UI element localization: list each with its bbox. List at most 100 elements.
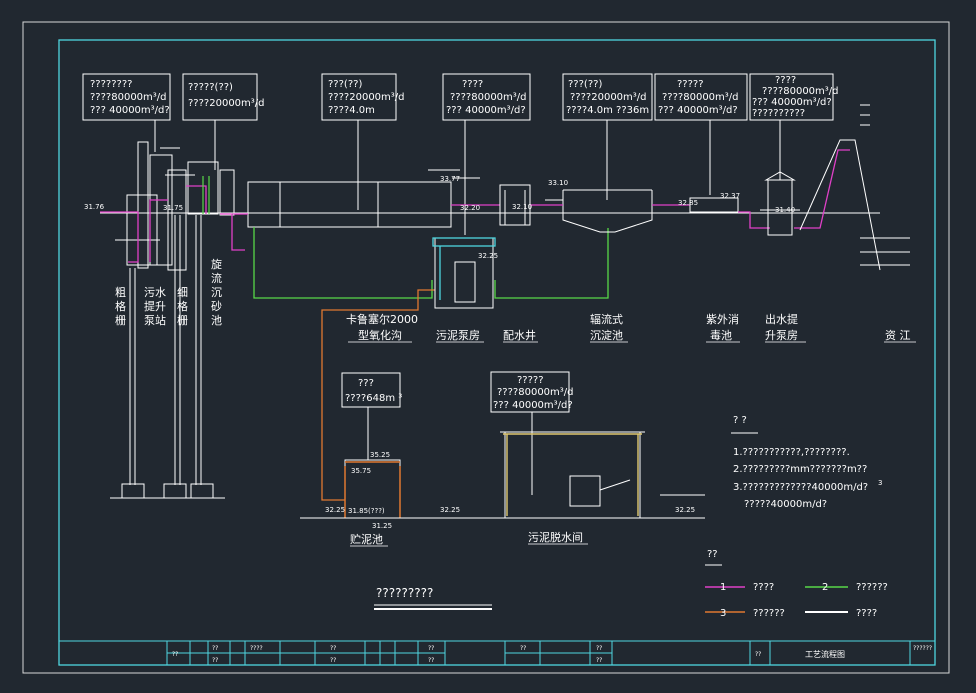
callout-text: ????????: [90, 79, 132, 90]
elevation: 31.40: [775, 206, 795, 214]
drawing-title-text: ?????????: [376, 586, 433, 600]
title-block-text: ?? ?? ?? ???? ?? ?? ?? ?? ?? ?? ?? ?? 工艺…: [172, 645, 932, 664]
title-cell: ????: [250, 645, 263, 652]
fine-screen-structure: [187, 161, 235, 216]
callout-text: ????20000m³/d: [570, 92, 647, 103]
callout-text: ????80000m³/d: [662, 92, 739, 103]
sheet-border: [22, 21, 950, 674]
notes-title: ? ?: [733, 415, 747, 426]
label-coarse-2: 格: [115, 299, 126, 313]
legend-label: ????: [753, 582, 774, 593]
callout-coarse-screen: ???????? ????80000m³/d ??? 40000m³/d?: [82, 73, 171, 152]
callout-text: ??? 40000m³/d?: [493, 400, 573, 411]
callout-text: ????80000m³/d: [90, 92, 167, 103]
pump-room-highlight: [432, 237, 496, 300]
label-grit-2: 流: [211, 271, 222, 285]
label-sludge-pump-room: 污泥泵房: [436, 329, 480, 342]
grit-highlight: [202, 176, 210, 214]
elevation: 31.75: [163, 204, 183, 212]
callout-settling: ???(??) ????20000m³/d ????4.0m ??36m: [562, 73, 653, 200]
uv-flow: [738, 211, 770, 229]
title-cell: ??: [330, 657, 336, 664]
callout-text: ??? 40000m³/d?: [90, 105, 170, 116]
callout-text: ????20000m³/d: [188, 98, 265, 109]
callout-carrousel: ???(??) ????20000m³/d ????4.0m: [321, 73, 405, 210]
label-river: 资 江: [885, 329, 911, 342]
label-radial-a: 辐流式: [590, 312, 623, 326]
sludge-tank-hatch: [344, 461, 401, 518]
callout-text: ??????????: [752, 108, 805, 119]
legend-label: ??????: [856, 582, 888, 593]
label-distribution-well: 配水井: [503, 328, 536, 342]
label-coarse-3: 栅: [115, 313, 126, 327]
title-block-name: 工艺流程图: [805, 649, 845, 659]
elevation: 32.20: [460, 204, 480, 212]
coarse-screen-structure: [115, 141, 180, 269]
title-cell: ??: [172, 651, 178, 658]
legend-label: ????: [856, 608, 877, 619]
label-grit-4: 砂: [211, 300, 222, 313]
legend-num: 2: [822, 582, 828, 593]
callout-text: ???(??): [568, 79, 602, 90]
label-fine-2: 格: [177, 299, 188, 313]
elevation: 32.25: [325, 506, 345, 514]
elevation: 31.25: [372, 522, 392, 530]
callout-sludge-tank: ??? ????648m ³: [341, 372, 402, 460]
label-uv-b: 毒池: [710, 329, 732, 342]
callout-text: ????20000m³/d: [328, 92, 405, 103]
callout-text: ???: [358, 378, 374, 389]
elevation: 32.10: [512, 203, 532, 211]
label-underlines: [348, 341, 916, 547]
title-cell: ??: [596, 657, 602, 664]
callout-text: ?????: [677, 79, 704, 90]
elevation: 33.77: [440, 175, 460, 183]
label-lift-a: 污水: [144, 286, 166, 299]
elevation: 31.85(???): [348, 507, 385, 515]
callout-text: ?????(??): [188, 82, 233, 93]
callout-text: ???(??): [328, 79, 362, 90]
callout-fine-screen: ?????(??) ????20000m³/d: [182, 73, 265, 170]
callout-text: ????80000m³/d: [762, 86, 839, 97]
callout-text: ?????: [517, 375, 544, 386]
callout-text: ????4.0m: [328, 105, 375, 116]
legend-num: 1: [720, 582, 726, 593]
callout-text: ????648m ³: [345, 393, 402, 404]
callout-text: ??? 40000m³/d?: [446, 105, 526, 116]
outlet-pump-house: [760, 171, 800, 236]
legend-num: 3: [720, 608, 726, 619]
label-carrousel-a: 卡鲁塞尔2000: [346, 312, 418, 326]
callout-text: ????80000m³/d: [497, 387, 574, 398]
callout-text: ????: [775, 75, 796, 86]
elevation: 35.75: [351, 467, 371, 475]
title-cell: ??: [330, 645, 336, 652]
elevation-labels: 31.76 33.77 31.75 32.20 32.10 33.10 32.8…: [84, 175, 795, 530]
label-grit-1: 旋: [211, 257, 222, 271]
callout-outlet-pump: ???? ????80000m³/d ??? 40000m³/d? ??????…: [749, 73, 839, 180]
elevation: 31.76: [84, 203, 105, 211]
note-2: 2.?????????mm???????m??: [733, 464, 867, 475]
title-cell: ??: [755, 651, 761, 658]
title-cell: ??: [428, 657, 434, 664]
label-uv-a: 紫外消: [706, 312, 739, 326]
callout-text: ????80000m³/d: [450, 92, 527, 103]
callout-text: ??? 40000m³/d?: [752, 97, 832, 108]
label-lift-b: 提升: [144, 300, 166, 313]
sludge-pump-room: [434, 237, 494, 309]
label-grit-5: 池: [211, 314, 222, 327]
note-4: ?????40000m/d?: [744, 499, 827, 510]
callout-text: ????4.0m ??36m: [566, 105, 649, 116]
elevation: 33.10: [548, 179, 568, 187]
callout-dewater: ????? ????80000m³/d ??? 40000m³/d?: [490, 371, 574, 495]
label-fine-3: 栅: [177, 313, 188, 327]
label-fine-1: 细: [177, 286, 188, 299]
label-carrousel-b: 型氧化沟: [358, 328, 402, 342]
note-1: 1.???????????,????????.: [733, 447, 850, 458]
label-coarse-1: 粗: [115, 286, 126, 299]
title-block-code: ??????: [913, 645, 932, 652]
sludge-line: [321, 289, 435, 501]
callout-uv: ????? ????80000m³/d ??? 40000m³/d?: [654, 73, 748, 195]
elevation: 32.37: [720, 192, 740, 200]
carrousel-flow: [233, 204, 500, 215]
left-pipes: [110, 215, 225, 499]
note-3-superscript: 3: [878, 479, 882, 487]
